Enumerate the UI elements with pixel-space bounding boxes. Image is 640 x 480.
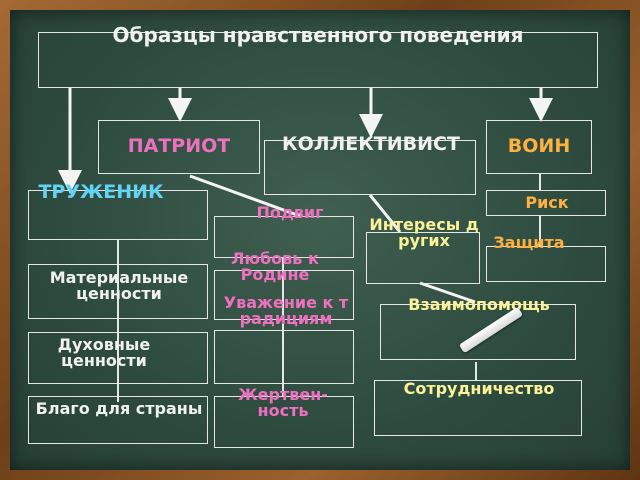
interests-label: Интересы других (369, 215, 479, 251)
feat-label: Подвиг (256, 203, 324, 222)
patriot-box: ПАТРИОТ (98, 120, 260, 174)
respect-label: Уважение к традициям (223, 293, 349, 329)
page-title: Образцы нравственного поведения (112, 23, 524, 47)
sacrifice-box: Жертвен-ность (214, 386, 354, 448)
risk-label: Риск (525, 193, 569, 212)
spiritual-values-label: Духовные ценности (57, 335, 151, 371)
good-country-box: Благо для страны (28, 396, 208, 444)
love-box: Любовь к Родине (214, 250, 354, 320)
warrior-label: ВОИН (507, 135, 571, 157)
collectivist-label: КОЛЛЕКТИВИСТ (282, 133, 460, 155)
warrior-box: ВОИН (486, 120, 592, 174)
good-country-label: Благо для страны (35, 399, 203, 418)
spiritual-values-box: Духовные ценности (28, 332, 208, 384)
patriot-label: ПАТРИОТ (127, 135, 231, 157)
defense-label: Защита (493, 233, 565, 252)
interests-box: Интересы других (366, 216, 480, 284)
defense-box: Защита (486, 234, 606, 282)
worker-box: ТРУЖЕНИК (28, 182, 208, 240)
material-values-label: Материальные ценности (49, 268, 189, 304)
love-label: Любовь к Родине (231, 249, 319, 285)
material-values-box: Материальные ценности (28, 264, 208, 319)
sacrifice-label: Жертвен-ность (238, 385, 328, 421)
mutual-help-label: Взаимопомощь (408, 295, 550, 314)
worker-label: ТРУЖЕНИК (38, 181, 164, 203)
cooperation-box: Сотрудничество (374, 380, 582, 436)
respect-box: Уважение к традициям (214, 294, 354, 384)
feat-box: Подвиг (214, 204, 354, 258)
risk-box: Риск (486, 190, 606, 216)
chalkboard (10, 10, 630, 470)
collectivist-box: КОЛЛЕКТИВИСТ (264, 134, 476, 195)
cooperation-label: Сотрудничество (403, 379, 555, 398)
title-box: Образцы нравственного поведения (38, 25, 598, 88)
